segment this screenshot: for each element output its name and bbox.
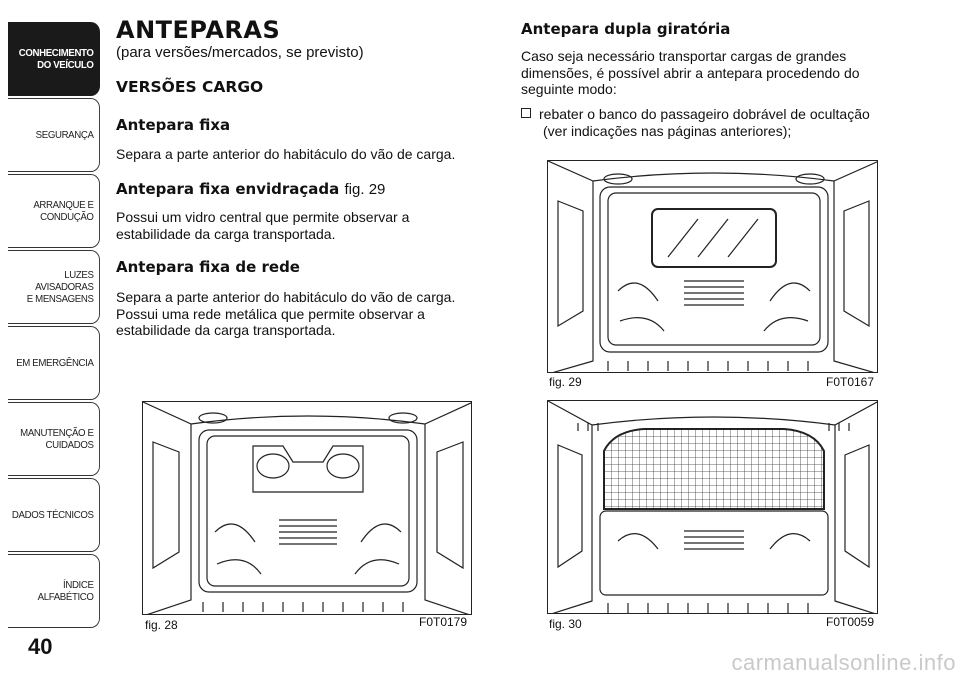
figure-reference: fig. 29 xyxy=(344,181,386,198)
text-antepara-rede: Separa a parte anterior do habitáculo do… xyxy=(116,289,456,338)
tab-label: CONHECIMENTO DO VEÍCULO xyxy=(18,47,94,71)
tab-seguranca[interactable]: SEGURANÇA xyxy=(8,98,100,172)
page-title: ANTEPARAS xyxy=(116,16,281,44)
figure-29-code: F0T0167 xyxy=(826,375,875,389)
heading-antepara-dupla-giratoria: Antepara dupla giratória xyxy=(521,20,731,38)
figure-30-label: fig. 30 xyxy=(549,617,582,631)
bullet-line: rebater o banco do passageiro dobrável d… xyxy=(539,106,870,122)
heading-antepara-envidracada: Antepara fixa envidraçada fig. 29 xyxy=(116,180,385,198)
checkbox-bullet-icon xyxy=(521,108,531,118)
tab-manutencao-e-cuidados[interactable]: MANUTENÇÃO E CUIDADOS xyxy=(8,402,100,476)
heading-antepara-fixa: Antepara fixa xyxy=(116,116,231,134)
figure-28-code: F0T0179 xyxy=(419,615,468,629)
tab-label: MANUTENÇÃO E CUIDADOS xyxy=(20,427,94,451)
figure-28-image xyxy=(142,401,472,615)
heading-antepara-rede: Antepara fixa de rede xyxy=(116,258,300,276)
heading-text: Antepara fixa envidraçada xyxy=(116,180,340,198)
tab-label: LUZES AVISADORAS E MENSAGENS xyxy=(26,269,94,305)
text-antepara-fixa: Separa a parte anterior do habitáculo do… xyxy=(116,146,456,162)
bullet-line-continued: (ver indicações nas páginas anteriores); xyxy=(543,122,792,139)
page-subtitle: (para versões/mercados, se previsto) xyxy=(116,44,364,61)
tab-arranque-e-conducao[interactable]: ARRANQUE E CONDUÇÃO xyxy=(8,174,100,248)
tab-label: EM EMERGÊNCIA xyxy=(16,357,94,369)
tab-conhecimento-do-veiculo[interactable]: CONHECIMENTO DO VEÍCULO xyxy=(8,22,100,96)
tab-luzes-avisadoras[interactable]: LUZES AVISADORAS E MENSAGENS xyxy=(8,250,100,324)
tab-em-emergencia[interactable]: EM EMERGÊNCIA xyxy=(8,326,100,400)
watermark-text: carmanualsonline.info xyxy=(731,650,956,675)
figure-30-image xyxy=(547,400,878,614)
page-number: 40 xyxy=(28,634,53,659)
figure-29-label: fig. 29 xyxy=(549,375,582,389)
tab-dados-tecnicos[interactable]: DADOS TÉCNICOS xyxy=(8,478,100,552)
tab-label: ÍNDICE ALFABÉTICO xyxy=(37,579,94,603)
figure-29-image xyxy=(547,160,878,373)
text-intro: Caso seja necessário transportar cargas … xyxy=(521,48,860,97)
tab-label: SEGURANÇA xyxy=(35,129,94,141)
figure-28-label: fig. 28 xyxy=(145,618,178,632)
text-antepara-envidracada: Possui um vidro central que permite obse… xyxy=(116,209,410,242)
tab-indice-alfabetico[interactable]: ÍNDICE ALFABÉTICO xyxy=(8,554,100,628)
figure-30-code: F0T0059 xyxy=(826,615,875,629)
tab-label: DADOS TÉCNICOS xyxy=(11,509,94,521)
tab-label: ARRANQUE E CONDUÇÃO xyxy=(33,199,94,223)
section-heading-versoes-cargo: VERSÕES CARGO xyxy=(116,78,264,96)
bullet-item: rebater o banco do passageiro dobrável d… xyxy=(521,106,911,139)
